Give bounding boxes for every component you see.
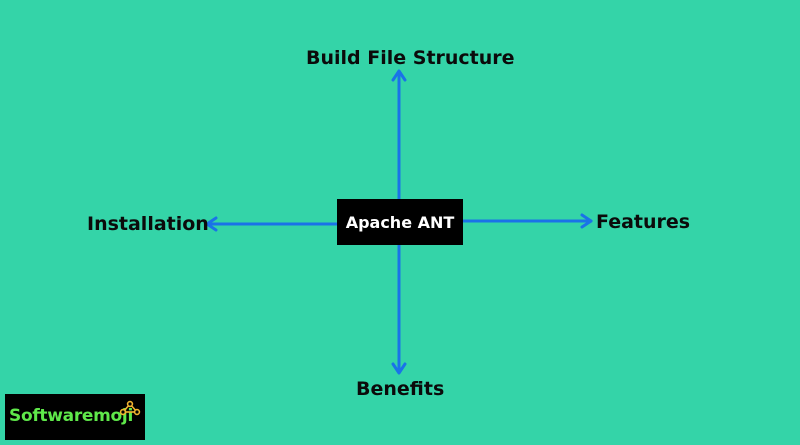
node-features: Features bbox=[596, 211, 691, 233]
connected-nodes-icon bbox=[119, 400, 141, 416]
arrow-up bbox=[391, 69, 407, 201]
arrow-right bbox=[461, 213, 593, 229]
arrow-down bbox=[391, 243, 407, 375]
brand-logo: Softwaremoji bbox=[5, 394, 145, 440]
brand-logo-text: Softwaremoji bbox=[9, 406, 133, 426]
node-benefits: Benefits bbox=[356, 378, 445, 400]
node-installation: Installation bbox=[87, 213, 209, 235]
center-node: Apache ANT bbox=[337, 199, 463, 245]
center-node-label: Apache ANT bbox=[345, 212, 455, 232]
arrow-left bbox=[205, 216, 339, 232]
node-build-file-structure: Build File Structure bbox=[306, 47, 515, 69]
